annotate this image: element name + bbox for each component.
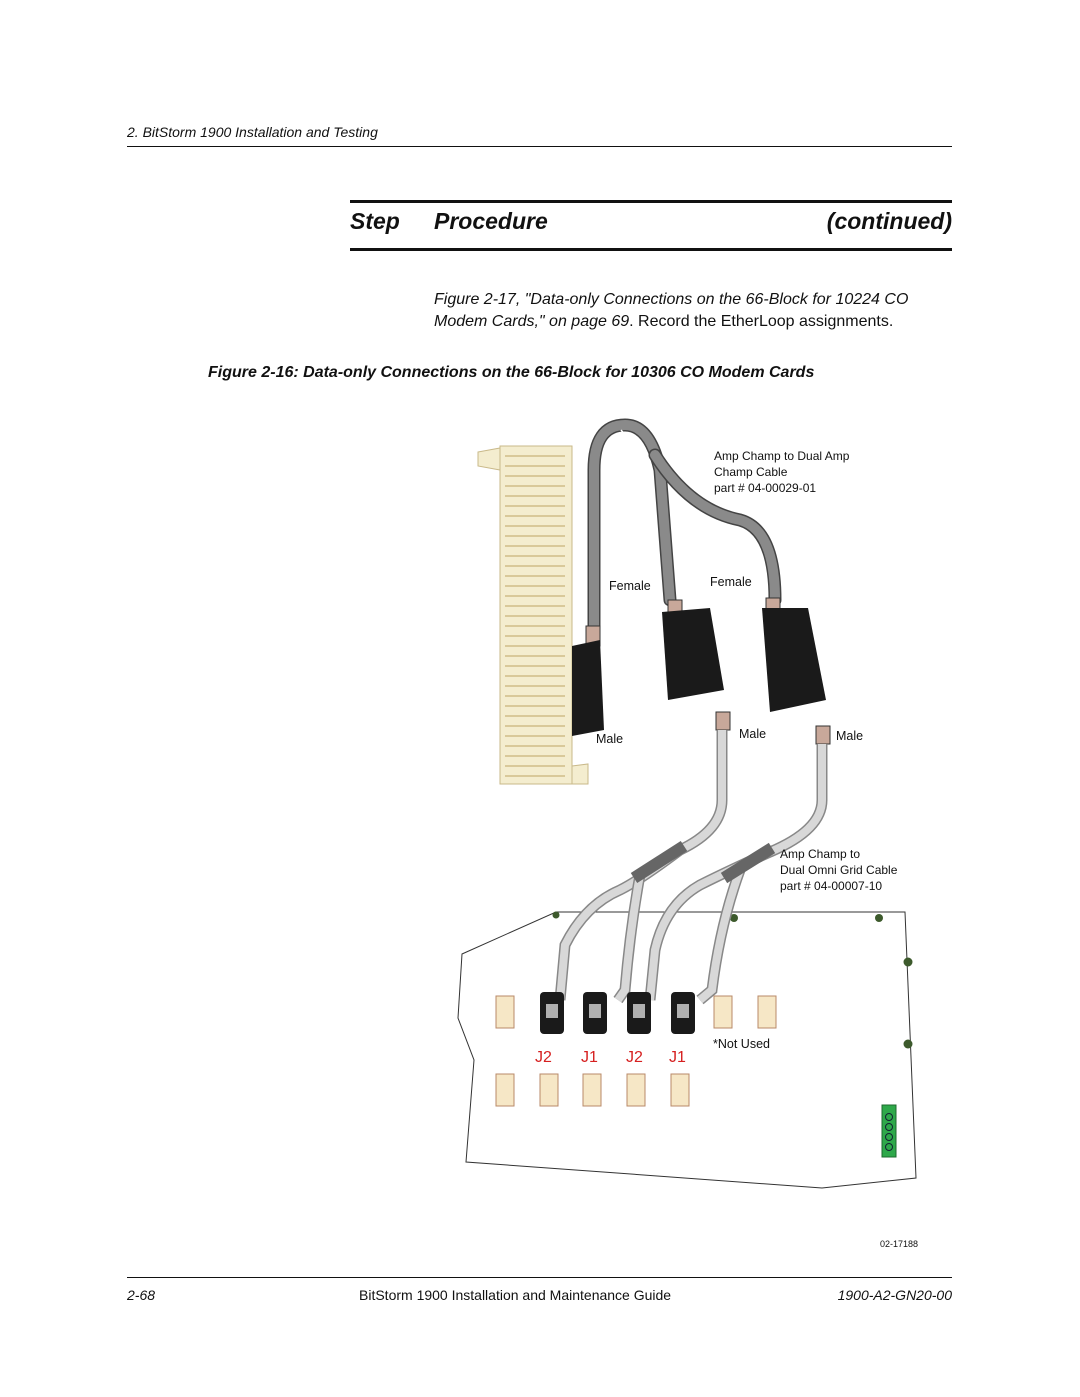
female-connector-right — [762, 597, 831, 745]
j-label-2: J1 — [581, 1049, 598, 1066]
cable1-label-line1: Amp Champ to Dual Amp — [714, 449, 850, 463]
omni-grid-cables — [554, 730, 828, 1005]
66-block — [477, 445, 589, 785]
cable2-label-line3: part # 04-00007-10 — [780, 879, 883, 893]
board-sockets-top — [495, 995, 777, 1029]
footer-page-number: 2-68 — [127, 1287, 156, 1303]
running-header: 2. BitStorm 1900 Installation and Testin… — [127, 124, 378, 140]
header-rule — [127, 146, 952, 147]
cable1-label: Amp Champ to Dual Amp Champ Cable part #… — [714, 448, 849, 496]
modem-card-board — [457, 911, 917, 1189]
cable1-label-line2: Champ Cable — [714, 465, 788, 479]
figure-id: 02-17188 — [880, 1239, 919, 1249]
step-body-text: Figure 2-17, "Data-only Connections on t… — [434, 289, 954, 333]
j-label-3: J2 — [626, 1049, 643, 1066]
male-block-label: Male — [596, 732, 624, 746]
board-mounting-holes — [552, 911, 913, 1049]
board-green-component — [881, 1104, 897, 1158]
cable2-label-line1: Amp Champ to — [780, 847, 861, 861]
continued-label: (continued) — [826, 208, 952, 234]
footer-doc-id: 1900-A2-GN20-00 — [837, 1287, 952, 1303]
male-connector-block — [572, 625, 604, 736]
male-mid-label: Male — [739, 727, 767, 741]
figure-cross-reference[interactable]: Figure 2-17, "Data-only Connections on t… — [434, 291, 909, 330]
step-bottom-rule — [350, 248, 952, 251]
footer-title: BitStorm 1900 Installation and Maintenan… — [359, 1287, 672, 1303]
j-label-4: J1 — [669, 1049, 686, 1066]
female-left-label: Female — [609, 579, 651, 593]
j-label-1: J2 — [535, 1049, 552, 1066]
not-used-label: *Not Used — [713, 1037, 770, 1051]
cable2-label: Amp Champ to Dual Omni Grid Cable part #… — [780, 846, 897, 894]
amp-champ-cable — [587, 418, 782, 637]
footer-rule — [127, 1277, 952, 1278]
male-right-label: Male — [836, 729, 864, 743]
board-sockets-bottom — [495, 1073, 690, 1107]
figure-caption: Figure 2-16: Data-only Connections on th… — [208, 364, 815, 381]
cable2-label-line2: Dual Omni Grid Cable — [780, 863, 898, 877]
step-label: Step — [350, 208, 400, 234]
body-tail-text: . Record the EtherLoop assignments. — [629, 313, 894, 330]
connection-diagram — [457, 418, 917, 1189]
female-right-label: Female — [710, 575, 752, 589]
cable1-label-line3: part # 04-00029-01 — [714, 481, 817, 495]
procedure-label: Procedure — [434, 208, 548, 234]
female-connector-left — [662, 599, 731, 731]
step-top-rule — [350, 200, 952, 203]
